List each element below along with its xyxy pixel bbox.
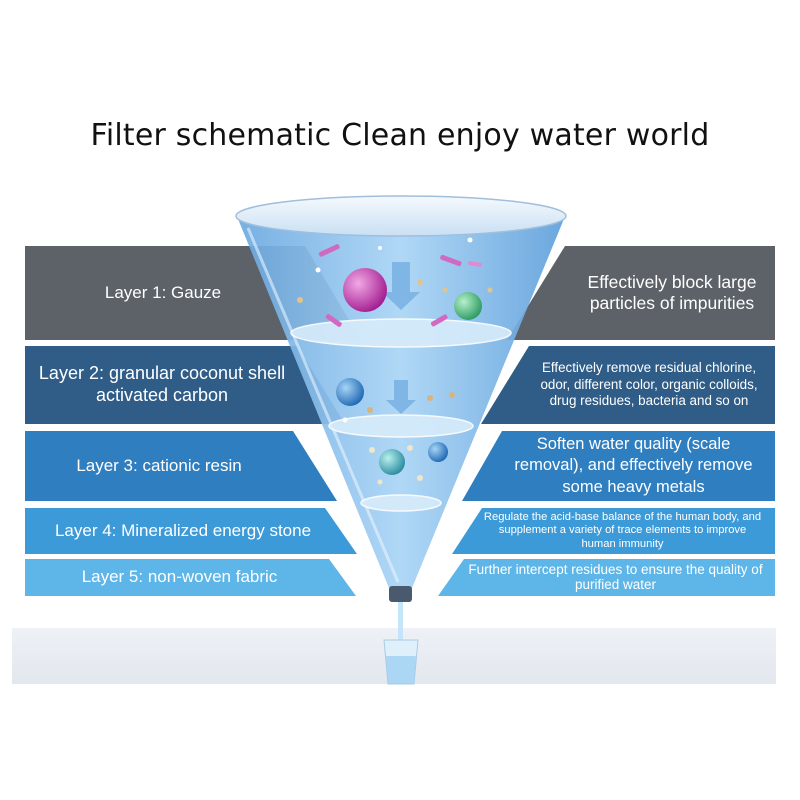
layer-2-name: Layer 2: granular coconut shell activate…: [25, 346, 345, 424]
layer-2-name-text: Layer 2: granular coconut shell activate…: [38, 363, 286, 405]
impurity-ball-teal: [379, 449, 405, 475]
layer-4-name-text: Layer 4: Mineralized energy stone: [54, 520, 312, 540]
impurity-ball-blue: [336, 378, 364, 406]
impurity-ball-pink: [343, 268, 387, 312]
impurity-ball-green: [454, 292, 482, 320]
layer-3-description: Soften water quality (scale removal), an…: [462, 431, 775, 501]
layer-4-description: Regulate the acid-base balance of the hu…: [452, 508, 775, 554]
layer-5-name-text: Layer 5: non-woven fabric: [81, 567, 278, 587]
flow-arrows: [382, 262, 420, 414]
layer-2-description-text: Effectively remove residual chlorine, od…: [540, 359, 758, 409]
layer-3-name-text: Layer 3: cationic resin: [76, 455, 242, 475]
impurity-ball-small: [428, 442, 448, 462]
page-title: Filter schematic Clean enjoy water world: [90, 118, 710, 153]
filter-discs: [290, 318, 512, 512]
layer-5-description: Further intercept residues to ensure the…: [438, 559, 775, 596]
water-glass: [383, 639, 419, 685]
layer-4-name: Layer 4: Mineralized energy stone: [25, 508, 357, 554]
layer-2-description: Effectively remove residual chlorine, od…: [481, 346, 775, 424]
layer-1-description-text: Effectively block large particles of imp…: [587, 272, 757, 313]
layer-3-description-text: Soften water quality (scale removal), an…: [514, 434, 753, 496]
funnel-nozzle: [389, 586, 412, 642]
layer-5-description-text: Further intercept residues to ensure the…: [468, 561, 763, 592]
layer-3-name: Layer 3: cationic resin: [25, 431, 337, 501]
layer-5-name: Layer 5: non-woven fabric: [25, 559, 356, 596]
layer-1-name-text: Layer 1: Gauze: [104, 282, 222, 302]
particles: [297, 237, 493, 485]
layer-4-description-text: Regulate the acid-base balance of the hu…: [483, 510, 762, 550]
